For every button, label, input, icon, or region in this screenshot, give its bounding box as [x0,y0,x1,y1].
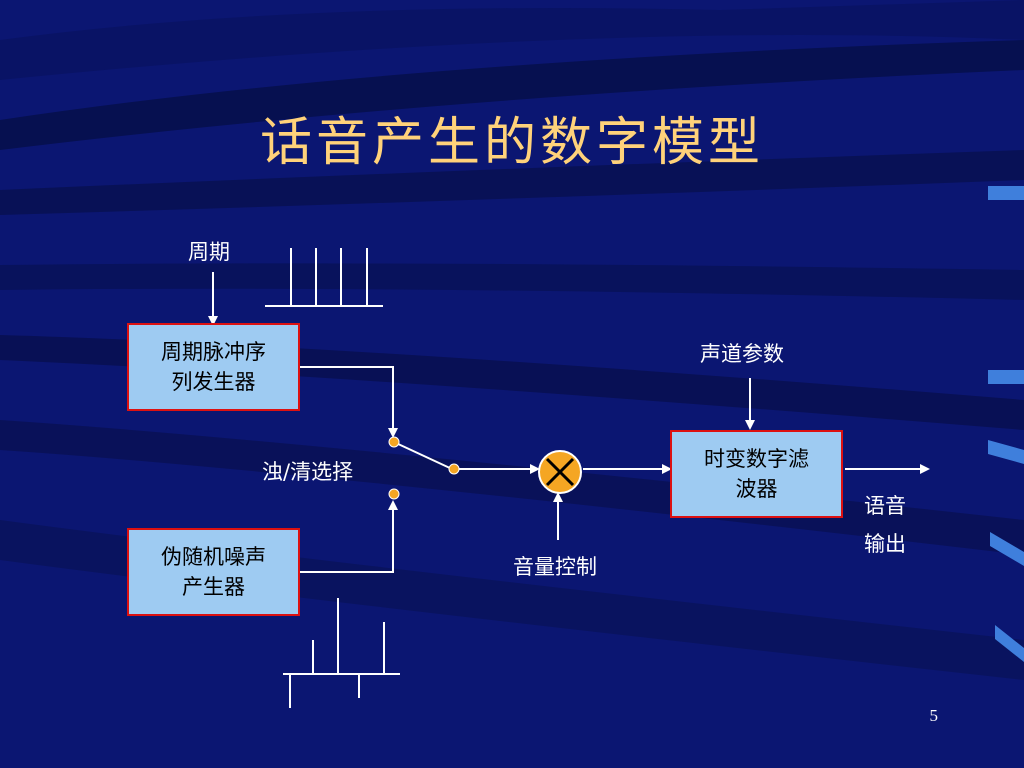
page-number: 5 [929,706,939,725]
noise-generator-line1: 伪随机噪声 [161,545,266,569]
noise-generator-box: 伪随机噪声 产生器 [127,528,300,616]
voiced-unvoiced-label: 浊/清选择 [262,460,354,484]
switch-contact-unvoiced [388,488,400,500]
impulse-train-icon [265,248,383,307]
period-arrowhead [208,316,218,326]
noise-waveform-icon [283,598,400,708]
volume-control-label: 音量控制 [513,555,597,579]
speech-output-label-line2: 输出 [864,532,906,556]
period-label: 周期 [188,240,230,264]
noise-to-switch-line [299,506,394,573]
multiplier-icon [538,450,582,494]
filter-line1: 时变数字滤 [704,447,809,471]
pulse-generator-line2: 列发生器 [171,370,256,394]
slide-title: 话音产生的数字模型 [259,113,764,173]
pulse-generator-box: 周期脉冲序 列发生器 [127,323,300,411]
pulse-generator-line1: 周期脉冲序 [161,340,266,364]
speech-output-label-line1: 语音 [864,494,906,518]
noise-generator-line2: 产生器 [182,575,245,599]
filter-box: 时变数字滤 波器 [670,430,843,518]
switch-contact-voiced [388,436,400,448]
switch-pivot [448,463,460,475]
pulse-to-switch-line [299,366,394,432]
vocal-tract-params-label: 声道参数 [700,342,784,366]
switch-arm [395,442,453,470]
filter-line2: 波器 [735,477,778,501]
